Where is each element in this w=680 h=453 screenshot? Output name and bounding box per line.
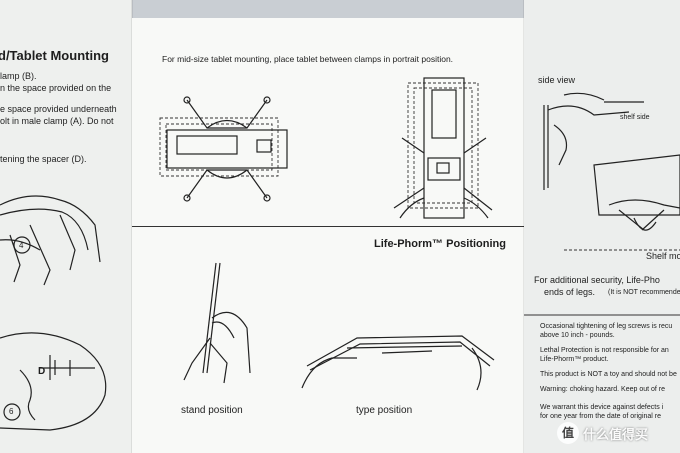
type-position-caption: type position <box>356 405 413 416</box>
callout-4-label: 4 <box>19 241 24 250</box>
bullet-1b: above 10 inch - pounds. <box>540 332 615 339</box>
bullet-2a: Lethal Protection is not responsible for… <box>540 347 669 354</box>
site-watermark: 值 什么值得买 <box>557 422 648 444</box>
security-note-small: (It is NOT recommended <box>608 289 680 296</box>
bullet-1a: Occasional tightening of leg screws is r… <box>540 323 673 330</box>
left-line-4: olt in male clamp (A). Do not <box>0 116 114 126</box>
bullet-4: Warning: choking hazard. Keep out of re <box>540 386 666 393</box>
security-note-line-1: For additional security, Life-Pho <box>534 275 660 285</box>
mid-illustrations <box>159 77 495 391</box>
stand-position-caption: stand position <box>181 405 243 416</box>
left-mount-illustration <box>0 195 107 431</box>
watermark-text: 什么值得买 <box>583 426 649 442</box>
section-divider <box>132 226 524 227</box>
bullet-5a: We warrant this device against defects i <box>540 404 664 411</box>
left-line-3: e space provided underneath <box>0 104 117 114</box>
clamp-landscape-diagram <box>159 96 288 202</box>
callout-4-circle <box>13 236 31 254</box>
middle-panel: For mid-size tablet mounting, place tabl… <box>132 18 524 453</box>
left-line-1: lamp (B). <box>0 71 37 81</box>
callout-d-label: D <box>38 366 46 377</box>
left-panel: d/Tablet Mounting lamp (B). n the space … <box>0 0 132 453</box>
bullet-3: This product is NOT a toy and should not… <box>540 371 677 378</box>
callout-6-circle <box>3 403 21 421</box>
bullet-2b: Life-Phorm™ product. <box>540 356 609 363</box>
bullet-5b: for one year from the date of original r… <box>540 413 662 420</box>
right-shelf-illustrations <box>524 92 680 316</box>
stand-position-figure <box>183 262 251 384</box>
left-line-5: tening the spacer (D). <box>0 154 87 164</box>
type-position-figure <box>301 335 495 391</box>
left-heading: d/Tablet Mounting <box>0 48 109 63</box>
mid-instruction: For mid-size tablet mounting, place tabl… <box>162 54 454 64</box>
shelf-side-label: shelf side <box>620 114 650 121</box>
callout-6-label: 6 <box>9 407 14 416</box>
positioning-heading: Life-Phorm™ Positioning <box>374 238 506 250</box>
side-view-label: side view <box>538 75 576 85</box>
clamp-portrait-diagram <box>393 77 493 219</box>
left-line-2: n the space provided on the <box>0 83 112 93</box>
security-note-line-2: ends of legs. <box>544 287 596 297</box>
watermark-logo-icon: 值 <box>557 422 579 444</box>
right-panel: side view shelf side Shelf mo For additi… <box>524 0 680 453</box>
shelf-mount-photo-diagram <box>593 154 680 231</box>
shelf-mount-label: Shelf mo <box>646 251 680 261</box>
side-view-diagram <box>543 92 644 190</box>
